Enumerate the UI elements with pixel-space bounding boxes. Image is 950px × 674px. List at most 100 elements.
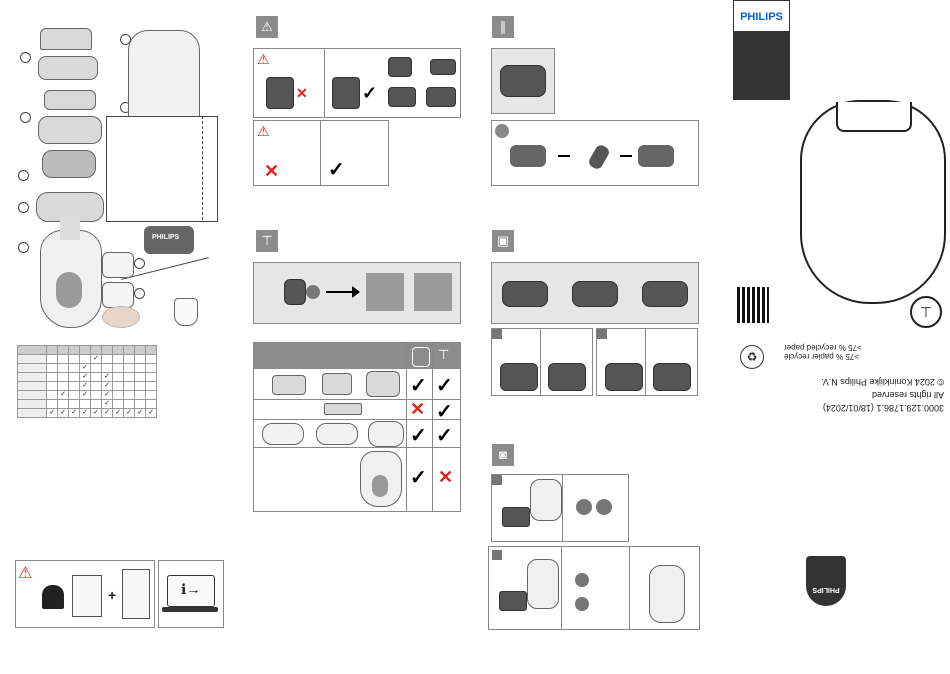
- detach-head-a: [605, 363, 643, 391]
- epilator-icon: ▣: [492, 230, 514, 252]
- glove-step-1: [510, 145, 546, 167]
- speed-button-2: [575, 597, 589, 611]
- table-cell: ✓: [101, 372, 113, 382]
- table-cell: [46, 363, 58, 373]
- reading-person-icon: [42, 585, 64, 609]
- cross-mark: ✕: [264, 161, 280, 181]
- table-cell: [46, 354, 58, 364]
- table-header: [17, 345, 157, 355]
- table-cell: ✓: [57, 408, 69, 418]
- head-option-1: [502, 281, 548, 307]
- table-cell: ✓: [112, 408, 124, 418]
- epilator-head-top: [836, 102, 912, 132]
- read-manual-panel: ⚠ +: [15, 560, 155, 628]
- panel-divider: [562, 475, 563, 541]
- warning-icon: ⚠: [256, 16, 278, 38]
- table-cell: [46, 381, 58, 391]
- row-label-cell: [17, 408, 47, 418]
- warning-icon: ⚠: [18, 565, 33, 582]
- head-option-2: [572, 281, 618, 307]
- col-tap-icon: ⊤: [438, 347, 450, 362]
- appliance-with-light: [649, 565, 685, 623]
- table-cell: [46, 372, 58, 382]
- epilating-head: [42, 150, 96, 178]
- table-cell: ✓: [79, 390, 91, 400]
- table-cell: [145, 354, 157, 364]
- table-cell: [123, 354, 135, 364]
- table-body: ✓✓✓✓✓✓✓✓✓✓✓✓✓✓✓✓✓✓✓✓: [17, 354, 157, 418]
- row-label-cell: [17, 354, 47, 364]
- online-info-panel: ℹ→: [158, 560, 224, 628]
- light-beam: [60, 216, 80, 240]
- dot-marker: [306, 285, 320, 299]
- table-cell: ✓: [90, 408, 102, 418]
- row3-cap-a: [262, 423, 304, 445]
- row-label-cell: [17, 390, 47, 400]
- callout-8: [134, 258, 145, 269]
- adapter-ok: [332, 77, 360, 109]
- speed-button-1: [575, 573, 589, 587]
- copyright: © 2024 Koninklijke Philips N.V.: [821, 377, 944, 387]
- row-label-cell: [17, 399, 47, 409]
- table-cell: [68, 372, 80, 382]
- epilating-head: [500, 65, 546, 97]
- adapter-brand: PHILIPS: [152, 234, 180, 241]
- cleaning-panel: [253, 262, 461, 324]
- shield-brand: PHILIPS: [812, 586, 840, 593]
- table-cell: ✓: [123, 408, 135, 418]
- table-cell: [90, 399, 102, 409]
- philips-logo: PHILIPS: [733, 0, 790, 32]
- table-cell: ✓: [57, 390, 69, 400]
- plug: [499, 591, 527, 611]
- table-cell: [112, 390, 124, 400]
- table-cell: [112, 372, 124, 382]
- no-water-icon: ⊤: [910, 296, 942, 328]
- table-cell: [145, 363, 157, 373]
- table-cell: [46, 390, 58, 400]
- row3-water-check: ✓: [436, 425, 453, 447]
- row2-foil: [324, 403, 362, 415]
- appliance-icon: ◙: [492, 444, 514, 466]
- row-divider-2: [254, 419, 460, 420]
- table-cell: [123, 390, 135, 400]
- step-marker: [492, 475, 502, 485]
- attachment-usage-table: ✓✓✓✓✓✓✓✓✓✓✓✓✓✓✓✓✓✓✓✓: [17, 345, 157, 418]
- table-cell: [134, 381, 146, 391]
- panel-divider: [645, 329, 646, 395]
- table-row: ✓✓✓: [17, 390, 157, 400]
- parts-overview: PHILIPS: [10, 20, 230, 330]
- table-cell: [134, 399, 146, 409]
- table-cell: ✓: [68, 408, 80, 418]
- table-cell: [112, 399, 124, 409]
- shower-warning-panel: ⚠ ✕ ✓: [253, 120, 389, 186]
- table-cell: [79, 399, 91, 409]
- speed-button-2: [596, 499, 612, 515]
- row-label-cell: [17, 372, 47, 382]
- col-brush-icon: [412, 347, 430, 367]
- table-cell: ✓: [101, 408, 113, 418]
- row3-cap-c: [368, 421, 404, 447]
- attach-head-b: [548, 363, 586, 391]
- arrow-2: [620, 155, 632, 157]
- table-cell: [123, 363, 135, 373]
- table-cell: [101, 363, 113, 373]
- table-cell: ✓: [79, 408, 91, 418]
- panel-divider: [629, 547, 630, 629]
- hair-icon: ∥: [492, 16, 514, 38]
- table-cell: [145, 399, 157, 409]
- row3-brush-check: ✓: [410, 425, 427, 447]
- attachment-c: [388, 87, 416, 107]
- appliance-top: [527, 559, 559, 609]
- row4-brush-check: ✓: [410, 467, 427, 489]
- shaving-head: [38, 56, 98, 80]
- panel-divider: [561, 547, 562, 629]
- table-row: ✓✓✓✓✓✓✓✓✓✓: [17, 408, 157, 418]
- recycled-line-1: >75 % recycled paper: [784, 343, 862, 352]
- epilator-step-2: [586, 143, 612, 171]
- row4-button: [372, 475, 388, 497]
- table-cell: ✓: [134, 408, 146, 418]
- plug: [502, 507, 530, 527]
- speed-setting-2: [102, 282, 134, 308]
- recycle-icon: ♻: [740, 345, 764, 369]
- philips-shield-logo: PHILIPS: [806, 556, 846, 606]
